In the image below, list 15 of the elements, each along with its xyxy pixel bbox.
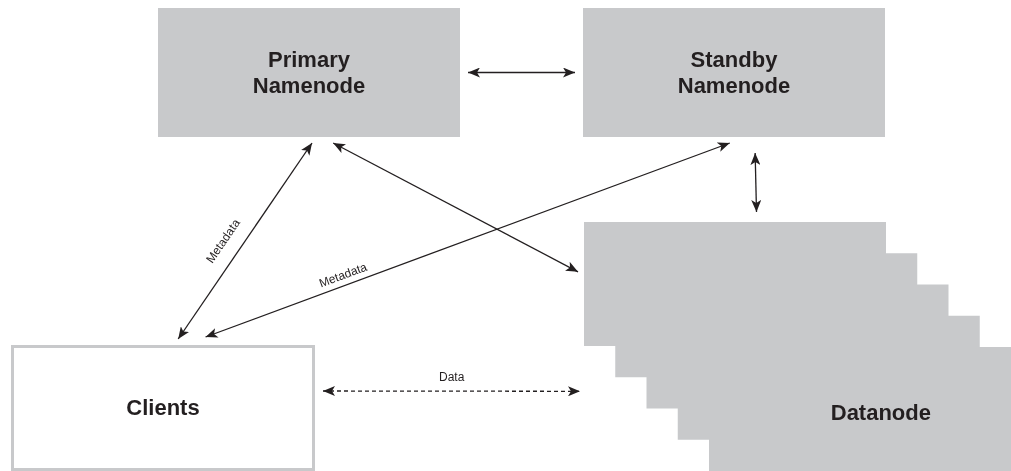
node-label: Primary Namenode — [251, 46, 367, 99]
node-label: Clients — [126, 395, 200, 421]
arrow — [204, 142, 731, 338]
arrow — [332, 142, 579, 273]
edge-label: Data — [439, 370, 465, 385]
arrow — [177, 142, 313, 340]
dashed-arrow — [322, 386, 581, 397]
arrow — [467, 67, 576, 78]
stacked-box — [584, 222, 1011, 471]
process-box — [158, 8, 460, 137]
arrow — [750, 152, 762, 213]
process-box — [11, 345, 315, 471]
node-label: Datanode — [830, 400, 931, 426]
node-label: Standby Namenode — [676, 46, 792, 99]
process-box — [583, 8, 885, 137]
